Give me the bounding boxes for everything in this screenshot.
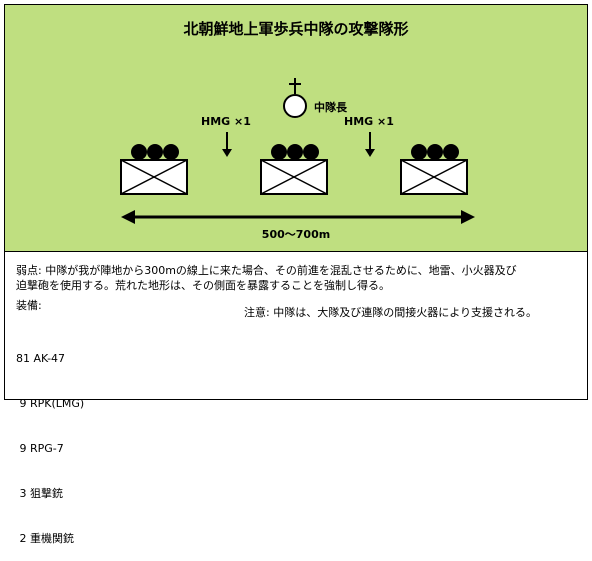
formation-diagram <box>120 78 475 224</box>
equipment-item: 81 AK-47 <box>16 352 66 365</box>
equipment-item: 3 狙撃銃 <box>16 487 63 500</box>
company-commander-label: 中隊長 <box>314 101 347 114</box>
weakness-line-1: 弱点: 中隊が我が陣地から300mの線上に来た場合、その前進を混乱させるために、… <box>16 264 517 277</box>
platoon-left <box>120 144 188 195</box>
equipment-list: 81 AK-47 9 RPK(LMG) 9 RPG-7 3 狙撃銃 2 重機関銃 <box>16 321 84 561</box>
hmg-right-label: HMG ×1 <box>344 115 394 128</box>
equipment-heading: 装備: <box>16 299 42 312</box>
hmg-left-label: HMG ×1 <box>201 115 251 128</box>
frontage-arrow <box>121 210 475 224</box>
diagram-title: 北朝鮮地上軍歩兵中隊の攻撃隊形 <box>183 20 409 38</box>
hmg-left-arrow <box>222 132 232 157</box>
equipment-item: 9 RPG-7 <box>16 442 64 455</box>
platoon-right <box>400 144 468 195</box>
frontage-label: 500～700m <box>261 228 331 241</box>
caution-note: 注意: 中隊は、大隊及び連隊の間接火器により支援される。 <box>244 306 537 319</box>
platoon-center <box>260 144 328 195</box>
hmg-right-arrow <box>365 132 375 157</box>
weakness-line-2: 迫撃砲を使用する。荒れた地形は、その側面を暴露することを強制し得る。 <box>16 279 390 292</box>
equipment-item: 2 重機関銃 <box>16 532 74 545</box>
terrain-field <box>5 5 587 252</box>
company-commander-symbol <box>283 78 307 118</box>
